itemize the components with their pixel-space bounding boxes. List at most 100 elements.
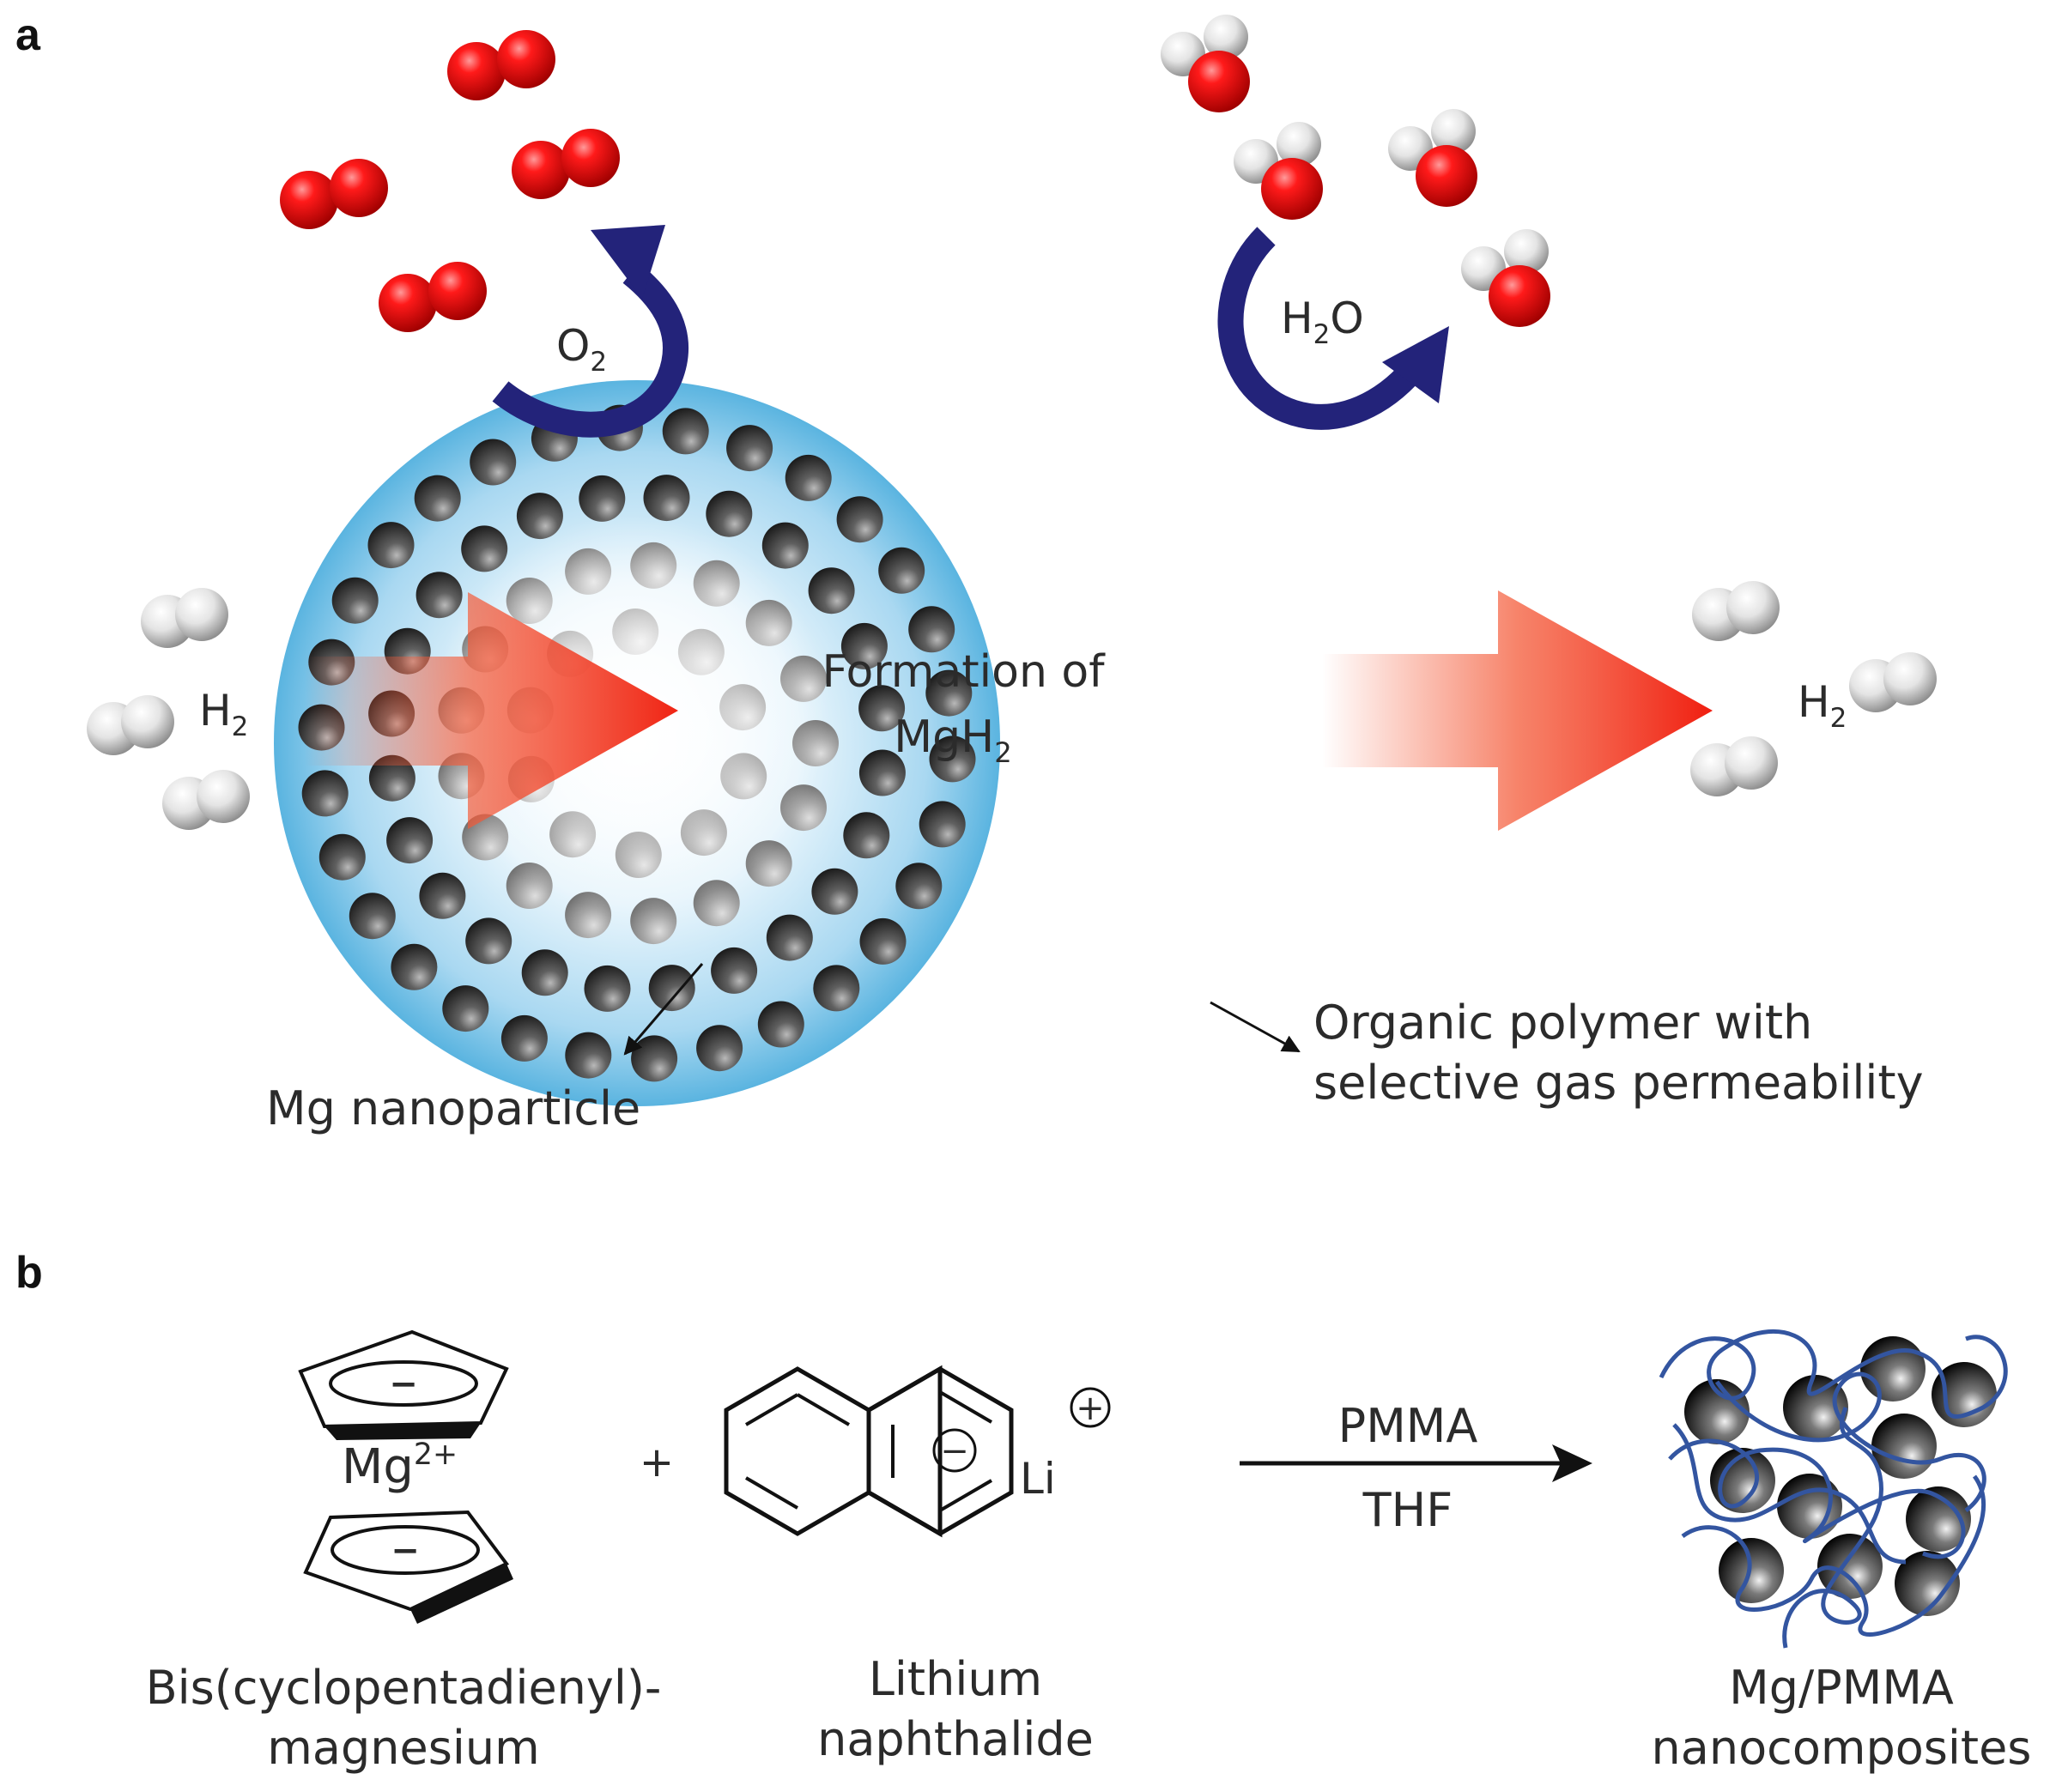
mg-nanoparticle (766, 914, 813, 961)
li-naph-label-line1: Lithium (869, 1652, 1042, 1706)
mg-nanoparticle (414, 475, 461, 522)
h2o-arrowhead (1382, 326, 1449, 403)
mg-nanoparticle (761, 522, 809, 569)
bis-cp-label-line2: magnesium (267, 1721, 539, 1775)
pmma-polymer-chain (1672, 1423, 1907, 1565)
naphthalene-structure (724, 1365, 1014, 1538)
mg-nanoparticle (757, 1001, 804, 1048)
hydrogen-atom (1883, 652, 1937, 705)
h2o-label: H2O (1281, 294, 1364, 350)
mg-nanoparticle (565, 1032, 612, 1079)
oxygen-atom (512, 141, 570, 199)
mg-nanoparticle (470, 439, 517, 486)
mg-nanoparticle (878, 547, 925, 594)
mg-nanoparticle (895, 863, 943, 910)
mg-nanoparticle (368, 754, 415, 802)
mg-nanoparticle (318, 833, 366, 881)
oxygen-atom (428, 262, 487, 320)
mg-nanoparticle (858, 685, 906, 732)
mg-np-pointer (623, 963, 704, 1056)
hydrogen-atom (1431, 109, 1476, 154)
mg-pmma-nanocomposite (1659, 1329, 2008, 1649)
mg-nanoparticle (331, 577, 379, 624)
bis-cp-label-line1: Bis(cyclopentadienyl)- (146, 1661, 662, 1715)
oxygen-atom (280, 171, 338, 229)
mg-nanoparticle (643, 475, 690, 522)
mg-nanoparticle-label: Mg nanoparticle (266, 1081, 640, 1135)
h2o-out-arrow (1217, 227, 1432, 430)
reagent-thf: THF (1362, 1483, 1453, 1537)
mg-nanoparticle (415, 572, 463, 619)
h2-in-arrow (305, 592, 678, 829)
mg-nanoparticle (843, 812, 890, 859)
mg-nanoparticle (516, 493, 563, 540)
panel-a-letter: a (15, 10, 41, 60)
li-naph-label-line2: naphthalide (817, 1712, 1094, 1766)
mg-nanoparticle (929, 736, 976, 783)
hydrogen-atom (175, 588, 228, 641)
mg-nanoparticle (648, 965, 695, 1012)
mg-nanoparticle (419, 872, 466, 919)
polymer-label-line1: Organic polymer with (1313, 996, 1812, 1050)
pmma-polymer-chain (1782, 1407, 1883, 1649)
li-charge-circle (1070, 1387, 1111, 1428)
oxygen-atom (330, 159, 388, 217)
hydrogen-atom (197, 770, 250, 823)
mg-nanoparticle (386, 817, 434, 864)
mg-nanoparticle (465, 917, 512, 965)
cp-bottom-minus: − (391, 1531, 420, 1571)
o2-arrowhead (591, 225, 665, 299)
mg-nanoparticle (579, 475, 626, 522)
oxygen-atom (1416, 145, 1477, 207)
mg-nanoparticle (808, 567, 855, 614)
li-plus: + (1076, 1389, 1105, 1428)
cp-ring-bottom: − (303, 1510, 513, 1624)
pmma-polymer-chain (1714, 1371, 1986, 1512)
product-label-line1: Mg/PMMA (1729, 1661, 1954, 1715)
mg-nanoparticle (836, 496, 883, 543)
nanocomposite-particle (1895, 1551, 1960, 1616)
mg-nanoparticle (461, 525, 508, 572)
mg-nanoparticle (367, 522, 415, 569)
mg-nanoparticle (500, 1014, 548, 1062)
hydrogen-atom (121, 695, 174, 748)
hydrogen-atom (1504, 229, 1549, 274)
nanocomposite-particle (1684, 1379, 1750, 1444)
mg-nanoparticle (908, 606, 955, 653)
cp-top-minus: − (389, 1365, 418, 1404)
mg-nanoparticle (858, 749, 906, 796)
mg-nanoparticle (811, 868, 858, 915)
nanocomposite-particle (1710, 1448, 1775, 1513)
mg-nanoparticle (726, 425, 773, 472)
pmma-polymer-chain (1659, 1329, 2008, 1420)
pmma-polymer-chain (1681, 1474, 1986, 1637)
mg-nanoparticle (711, 947, 758, 994)
oxygen-atom (1489, 265, 1550, 327)
hydrogen-atom (1725, 736, 1778, 790)
mg-nanoparticle (631, 1035, 678, 1082)
mg-nanoparticle (349, 893, 396, 940)
mg-nanoparticle (813, 965, 860, 1012)
mg-nanoparticle (391, 943, 438, 990)
h2-molecules (87, 581, 1937, 830)
li-label: Li (1020, 1454, 1056, 1504)
o2-out-arrow (492, 263, 689, 438)
panel-b-letter: b (15, 1248, 43, 1298)
h2o-molecules (1161, 15, 1550, 327)
mg-nanoparticle (925, 669, 973, 717)
mg-nanoparticle (521, 949, 568, 996)
mg-nanoparticle (859, 917, 907, 965)
nanocomposite-particle (1777, 1474, 1842, 1539)
oxygen-atom (447, 42, 506, 100)
naph-minus: − (940, 1432, 969, 1471)
mg-nanoparticle (442, 985, 489, 1032)
nanocomposite-particle (1783, 1375, 1848, 1440)
mg-nanoparticle (584, 965, 631, 1012)
hydrogen-atom (1726, 581, 1780, 634)
product-label-line2: nanocomposites (1652, 1721, 2032, 1775)
mg-nanoparticle (706, 490, 753, 537)
oxygen-atom (497, 30, 555, 88)
mg-nanoparticle (301, 770, 349, 817)
hydrogen-atom (1277, 122, 1321, 166)
